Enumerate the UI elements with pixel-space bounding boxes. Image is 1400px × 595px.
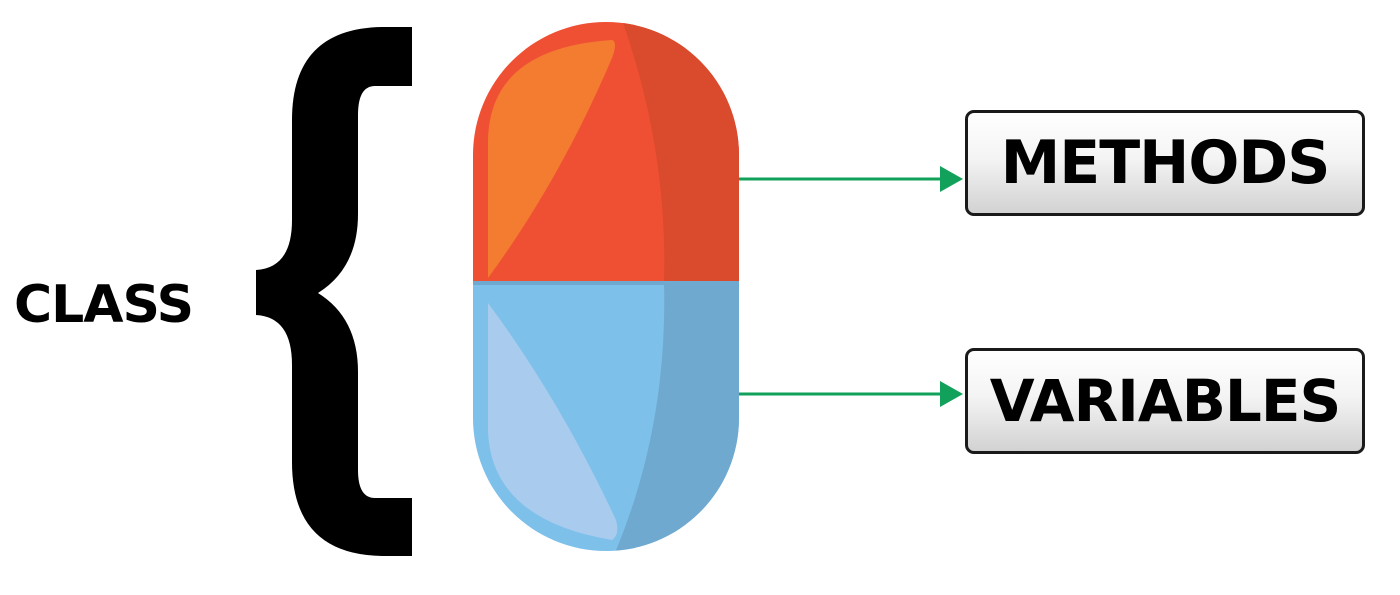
methods-label: METHODS (1000, 128, 1331, 198)
arrow-right-icon (739, 381, 963, 407)
capsule-icon (473, 22, 739, 551)
capsule-top-highlight (488, 40, 615, 278)
curly-brace-icon (256, 27, 412, 556)
variables-label: VARIABLES (989, 367, 1342, 435)
variables-box: VARIABLES (965, 348, 1365, 454)
methods-box: METHODS (965, 110, 1365, 216)
capsule-bottom-highlight (488, 303, 618, 540)
class-label: CLASS (14, 275, 194, 335)
arrow-right-icon (739, 166, 963, 192)
